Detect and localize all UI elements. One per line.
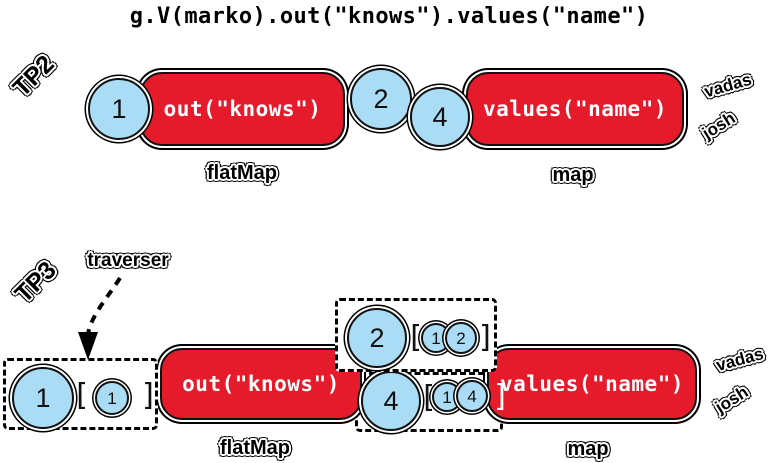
tp3-output-vadas: vadas [714, 344, 766, 375]
tp2-input-traverser-circle: 1 [88, 78, 150, 140]
tp3-traverser-2-head-circle: 2 [347, 308, 407, 368]
traverser-annotation: traverser [87, 250, 169, 271]
tp2-flatmap-step: out("knows") [140, 72, 345, 146]
tp2-map-label: map [552, 164, 594, 186]
query-title: g.V(marko).out("knows").values("name") [129, 4, 649, 29]
tp3-label: TP3 [9, 256, 62, 309]
tp2-label: TP2 [7, 50, 60, 103]
tp2-flatmap-step-code: out("knows") [163, 97, 322, 121]
tp3-traverser-4-bracket-close: ] [492, 379, 511, 414]
tp3-flatmap-step: out("knows") [160, 348, 362, 420]
tp2-map-step-code: values("name") [482, 97, 667, 121]
tp2-circle-4: 4 [410, 87, 470, 147]
tp2-flatmap-label: flatMap [207, 162, 277, 184]
tp3-traverser-2-bracket-close: ] [477, 320, 496, 355]
tp3-input-bracket-open: [ [72, 378, 91, 413]
tp3-input-bracket-close: ] [140, 378, 159, 413]
tp3-map-step-code: values("name") [499, 372, 684, 396]
tp2-map-step: values("name") [466, 72, 684, 146]
traverser-arrow [78, 276, 122, 360]
tp2-circle-2: 2 [350, 68, 412, 130]
tp3-traverser-2-path-circle-2: 2 [445, 322, 477, 354]
tp3-input-head-circle: 1 [12, 367, 74, 429]
tp3-traverser-2-bracket-open: [ [406, 320, 425, 355]
tp3-flatmap-step-code: out("knows") [182, 372, 340, 396]
tp3-flatmap-label: flatMap [220, 437, 290, 459]
tp2-output-josh: josh [698, 108, 739, 143]
tp3-traverser-4-head-circle: 4 [361, 371, 421, 431]
tp3-traverser-4-path-circle-4: 4 [456, 380, 488, 412]
tp2-output-vadas: vadas [702, 69, 754, 102]
tp3-input-path-circle-1: 1 [95, 381, 129, 415]
tp3-map-label: map [567, 438, 609, 460]
tp3-map-step: values("name") [487, 348, 697, 420]
tp3-output-josh: josh [711, 382, 752, 417]
